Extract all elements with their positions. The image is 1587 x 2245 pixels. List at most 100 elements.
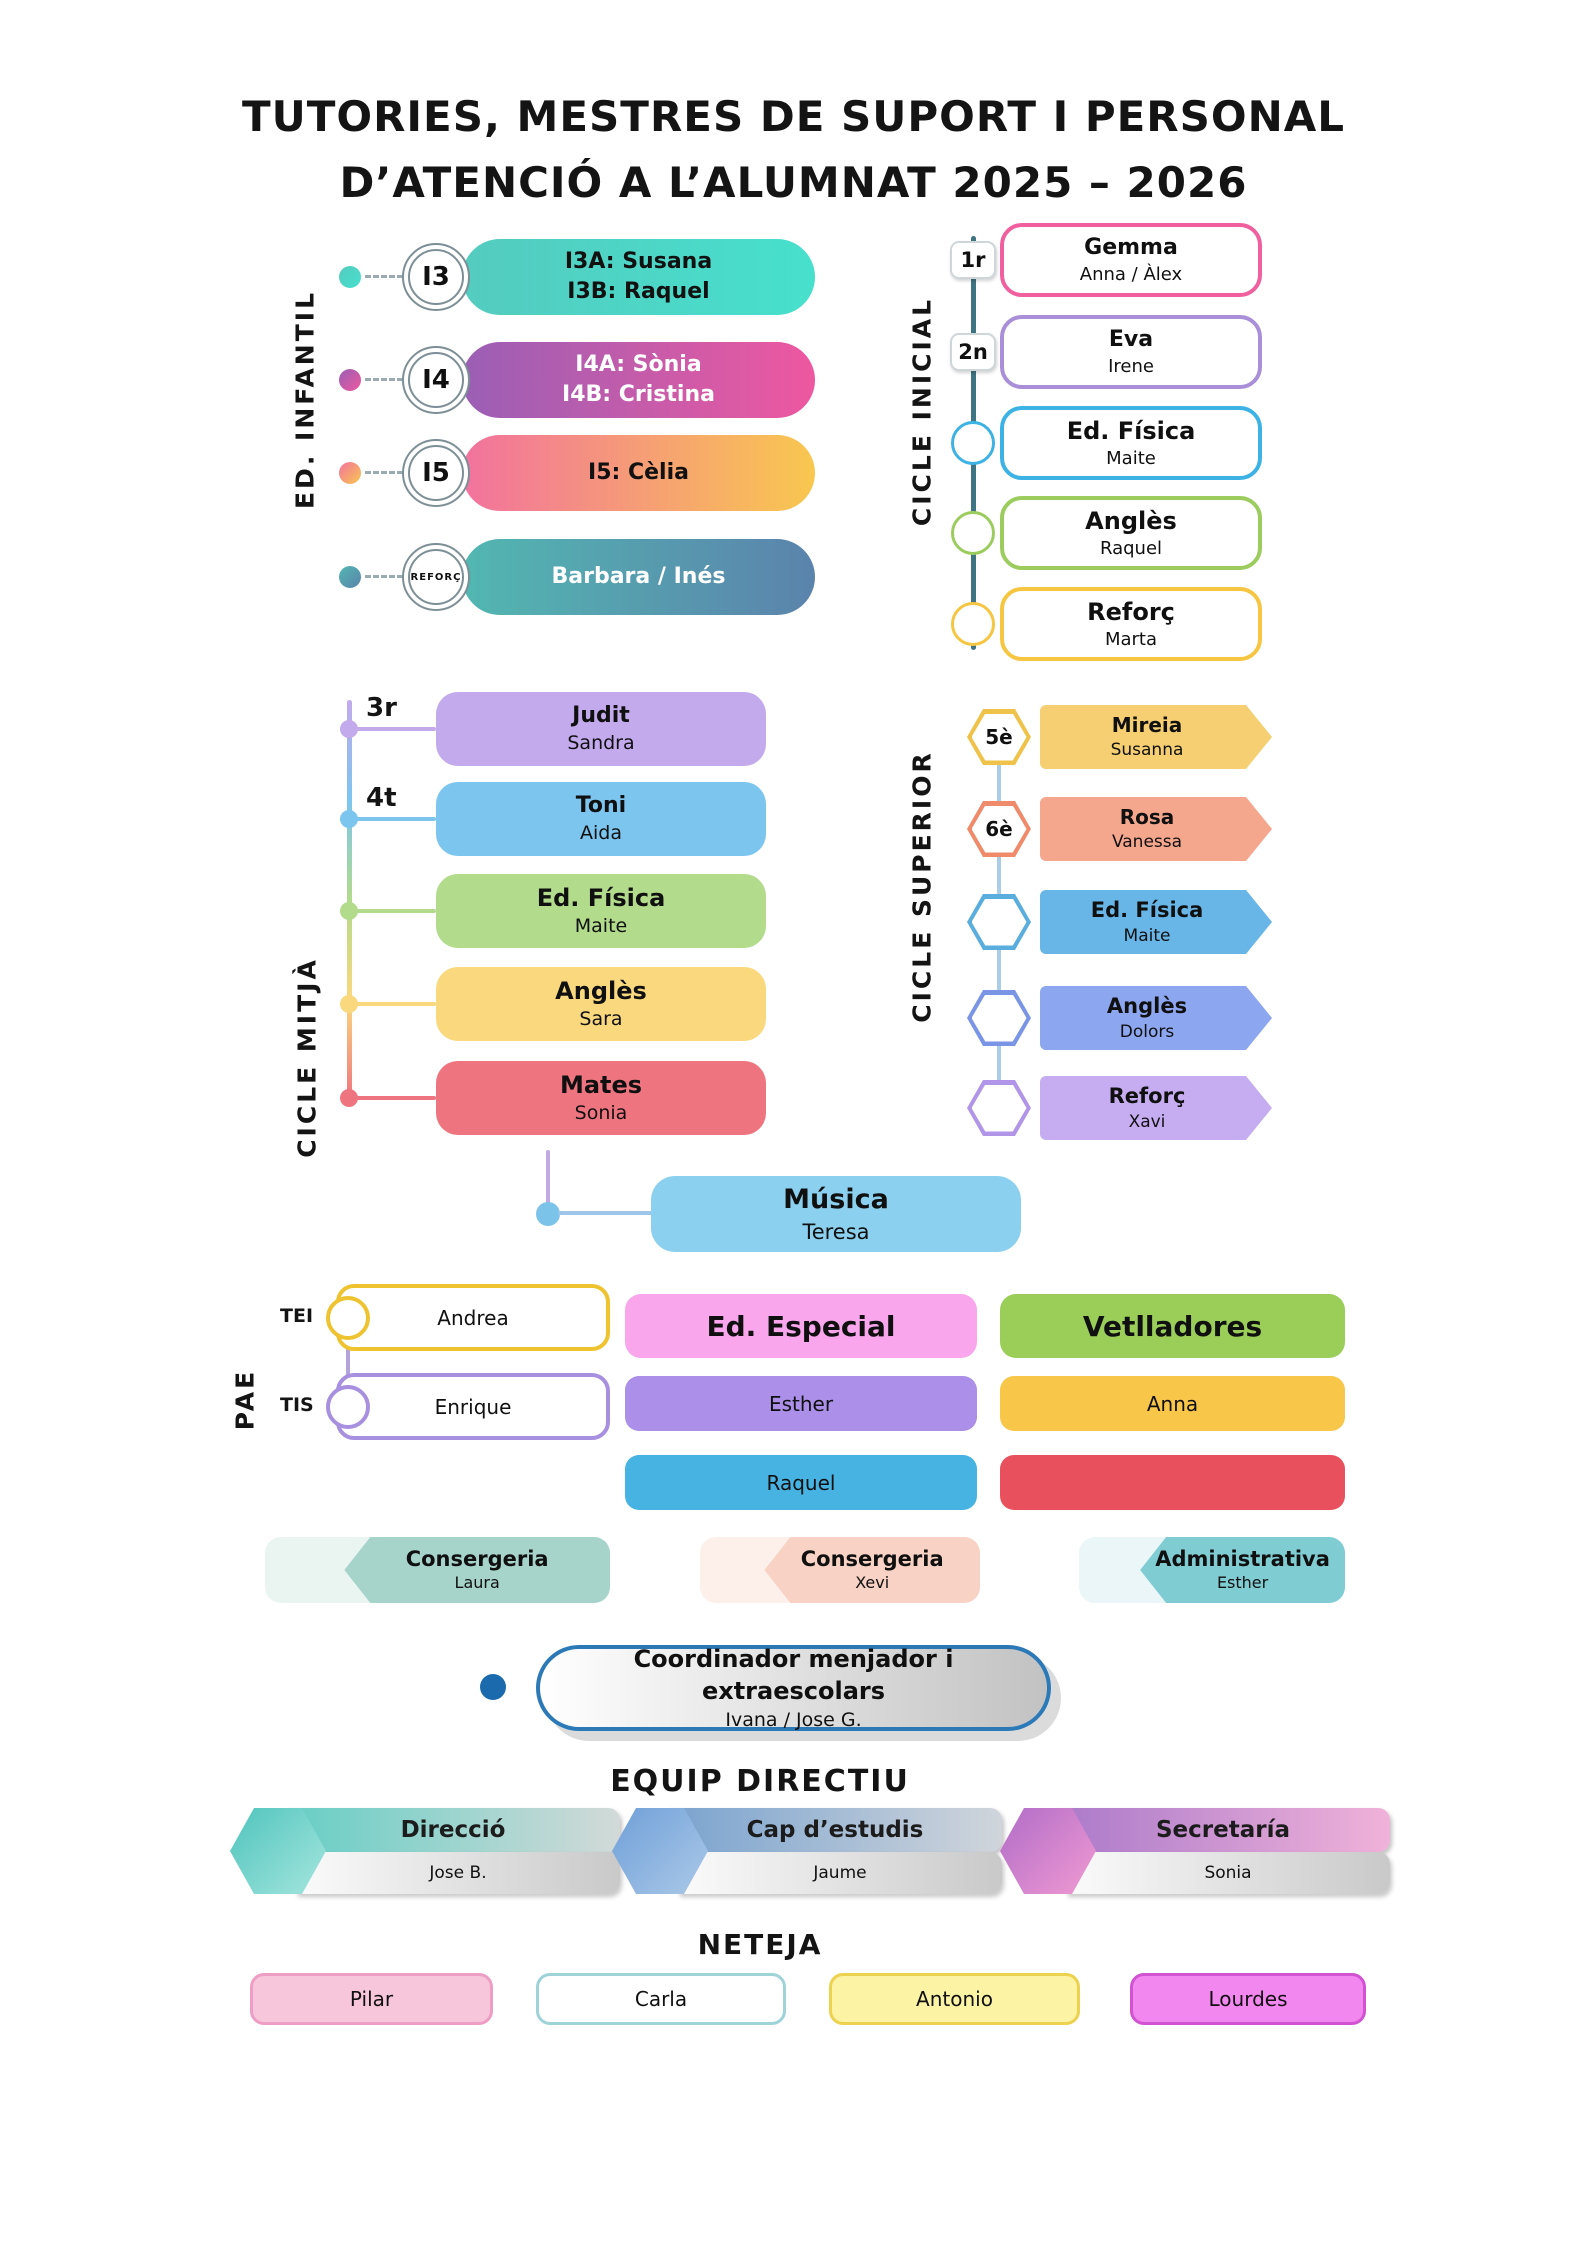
neteja-pill-pilar: Pilar: [250, 1973, 493, 2025]
group-badge-label: I3: [422, 262, 450, 292]
pill-line1: I5: Cèlia: [588, 460, 689, 486]
ed-especial-staff: Raquel: [625, 1455, 977, 1510]
dashed-connector: [365, 275, 403, 278]
pill-line2: Teresa: [802, 1220, 870, 1245]
grade-tag-4t: 4t: [366, 783, 397, 813]
pill-line2: Marta: [1104, 628, 1158, 650]
neteja-pill-carla: Carla: [536, 1973, 786, 2025]
pill-line1: Mireia: [1111, 713, 1183, 738]
dashed-connector: [365, 378, 403, 381]
vetlladores-staff: Anna: [1000, 1376, 1345, 1431]
connector-circle: [326, 1385, 370, 1429]
directiu-item-secretaria: Secretaría Sonia: [1000, 1806, 1390, 1898]
service-ribbon-main: Consergeria Xevi: [764, 1537, 980, 1603]
pill-line1: I3A: Susana: [564, 249, 713, 275]
pill-line2: Maite: [574, 915, 628, 938]
directiu-hexagon: [230, 1808, 326, 1894]
pill-line1: Anglès: [1085, 506, 1177, 535]
directiu-item-cap-destudis: Cap d’estudis Jaume: [612, 1806, 1002, 1898]
staff-pill-i5: I5: Cèlia: [462, 435, 815, 511]
page-title-line2: D’ATENCIÓ A L’ALUMNAT 2025 – 2026: [339, 158, 1248, 207]
neteja-heading: NETEJA: [697, 1928, 823, 1961]
section-label-ed-infantil: ED. INFANTIL: [290, 289, 320, 510]
staff-pill-1r: Gemma Anna / Àlex: [1000, 223, 1262, 297]
staff-pill-tis: Enrique: [336, 1373, 610, 1440]
pill-line2: Sandra: [567, 732, 635, 755]
directiu-name-band: Jaume: [678, 1852, 1002, 1894]
connector-circle: [326, 1296, 370, 1340]
staff-pill-tei: Andrea: [336, 1284, 610, 1351]
coordinador-box: Coordinador menjador i extraescolars Iva…: [536, 1645, 1051, 1731]
page-title-line1: TUTORIES, MESTRES DE SUPORT I PERSONAL: [241, 92, 1346, 141]
connector-dot: [339, 566, 361, 588]
directiu-role-band: Direcció: [286, 1808, 620, 1852]
connector-hexagon: [967, 894, 1031, 950]
ed-especial-staff: Esther: [625, 1376, 977, 1431]
neteja-pill-lourdes: Lourdes: [1130, 1973, 1366, 2025]
connector-stub: [352, 1002, 436, 1006]
directiu-hexagon: [612, 1808, 708, 1894]
pill-line2: I4B: Cristina: [562, 382, 715, 407]
vetlladores-staff: [1000, 1455, 1345, 1510]
pill-line1: Toni: [575, 793, 627, 819]
staff-pill-ed-fisica-mitja: Ed. Física Maite: [436, 874, 766, 948]
pill-line2: Xavi: [1128, 1111, 1166, 1132]
connector-dot: [339, 462, 361, 484]
dashed-connector: [365, 471, 403, 474]
connector-dot: [339, 266, 361, 288]
directiu-hexagon: [1000, 1808, 1096, 1894]
pill-line2: Raquel: [1099, 537, 1163, 559]
group-badge-i5: I5: [402, 439, 470, 507]
grade-badge-2n: 2n: [950, 333, 996, 371]
pill-line2: Maite: [1123, 925, 1171, 946]
coordinador-names: Ivana / Jose G.: [725, 1708, 862, 1731]
connector-circle: [951, 511, 995, 555]
service-title: Consergeria: [800, 1546, 944, 1571]
group-badge-label: I5: [422, 458, 450, 488]
directiu-role-band: Cap d’estudis: [668, 1808, 1002, 1852]
group-badge-i4: I4: [402, 346, 470, 414]
service-ribbon-consergeria-1: Consergeria Laura: [265, 1537, 610, 1603]
pae-trunk-line: [346, 1318, 350, 1410]
pill-line1: Ed. Física: [536, 883, 666, 912]
staff-pill-2n: Eva Irene: [1000, 315, 1262, 389]
pill-line1: Barbara / Inés: [551, 564, 726, 590]
service-title: Consergeria: [405, 1546, 549, 1571]
pill-line1: Anglès: [555, 976, 647, 1005]
connector-circle: [951, 602, 995, 646]
pill-line1: Ed. Física: [1090, 898, 1204, 923]
staff-pill-reforc-infantil: Barbara / Inés: [462, 539, 815, 615]
vetlladores-header: Vetlladores: [1000, 1294, 1345, 1358]
section-label-cicle-mitja: CICLE MITJÀ: [292, 957, 322, 1158]
musica-connector-vertical: [546, 1150, 550, 1214]
group-badge-reforc: REFORÇ: [402, 543, 470, 611]
pill-line1: Música: [783, 1183, 889, 1215]
ed-especial-header: Ed. Especial: [625, 1294, 977, 1358]
pill-line2: Irene: [1108, 355, 1154, 377]
grade-badge-1r: 1r: [950, 241, 996, 279]
group-badge-label: I4: [422, 365, 450, 395]
pill-line2: Sara: [579, 1008, 623, 1031]
directiu-name-band: Jose B.: [296, 1852, 620, 1894]
staff-pill-i4: I4A: Sònia I4B: Cristina: [462, 342, 815, 418]
staff-pill-mates: Mates Sonia: [436, 1061, 766, 1135]
service-name: Xevi: [855, 1573, 890, 1593]
staff-pill-3r: Judit Sandra: [436, 692, 766, 766]
staff-pill-5e: Mireia Susanna: [1040, 705, 1272, 769]
pill-line1: Eva: [1108, 327, 1154, 352]
staff-pill-ed-fisica-inicial: Ed. Física Maite: [1000, 406, 1262, 480]
connector-stub: [352, 909, 436, 913]
pill-line1: Ed. Física: [1066, 416, 1196, 445]
staff-pill-angles-superior: Anglès Dolors: [1040, 986, 1272, 1050]
directiu-role-band: Secretaría: [1056, 1808, 1390, 1852]
connector-dot: [480, 1674, 506, 1700]
staff-pill-angles-mitja: Anglès Sara: [436, 967, 766, 1041]
pill-line1: Reforç: [1087, 597, 1175, 626]
connector-dot: [340, 995, 358, 1013]
grade-badge-5e: 5è: [967, 709, 1031, 765]
staff-pill-musica: Música Teresa: [651, 1176, 1021, 1252]
role-tag-tis: TIS: [280, 1394, 314, 1416]
connector-stub: [352, 1096, 436, 1100]
service-name: Laura: [454, 1573, 500, 1593]
service-ribbon-main: Consergeria Laura: [344, 1537, 610, 1603]
